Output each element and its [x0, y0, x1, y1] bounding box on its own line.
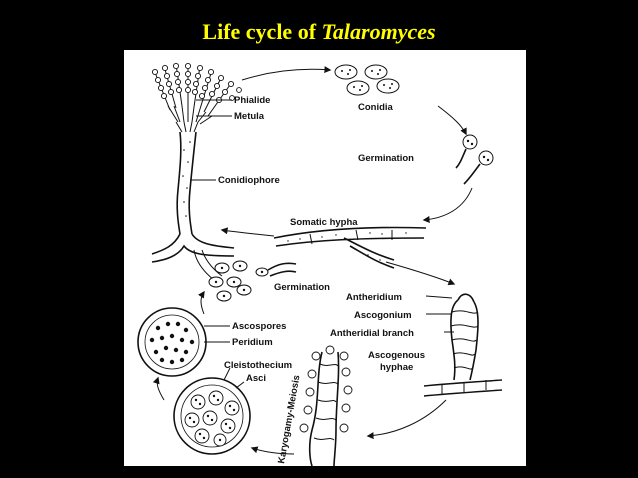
- label-antheridial-branch: Antheridial branch: [330, 328, 414, 339]
- label-asci: Asci: [246, 373, 266, 384]
- arrow-to-karyogamy: [366, 399, 447, 440]
- conidiophore-structure: [151, 62, 242, 281]
- arrow-to-ascocarp: [152, 376, 165, 401]
- label-germination-bottom: Germination: [274, 282, 330, 293]
- arrow-to-sex-organs: [385, 261, 456, 286]
- conidia-cluster: [334, 64, 400, 96]
- label-germination-top: Germination: [358, 153, 414, 164]
- cleistothecium: [173, 377, 251, 455]
- label-peridium: Peridium: [232, 337, 273, 348]
- label-phialide: Phialide: [234, 95, 270, 106]
- genus-name: Talaromyces: [321, 19, 436, 44]
- arrow-to-germination-bottom: [197, 290, 205, 315]
- label-ascogenous: Ascogenous: [368, 350, 425, 361]
- page-title: Life cycle of Talaromyces: [202, 19, 436, 44]
- germinating-ascospores: [208, 260, 297, 302]
- arrow-to-conidia: [241, 66, 332, 81]
- asci-pointer: [235, 381, 245, 389]
- label-hyphae: hyphae: [380, 362, 413, 373]
- ascocarp-section: [137, 307, 207, 377]
- germinating-conidia: [455, 134, 494, 185]
- arrow-to-germination: [437, 105, 467, 136]
- label-ascospores: Ascospores: [232, 321, 286, 332]
- life-cycle-diagram: Phialide Metula Conidiophore Conidia Ger…: [137, 62, 503, 466]
- antheridium-pointer: [425, 295, 453, 299]
- ascogenous-hyphae: [299, 345, 353, 466]
- sex-organs: [423, 293, 503, 397]
- arrow-to-somatic-hypha: [422, 187, 473, 223]
- label-conidiophore: Conidiophore: [218, 175, 280, 186]
- label-cleistothecium: Cleistothecium: [224, 360, 292, 371]
- somatic-hypha: [273, 226, 427, 269]
- label-antheridium: Antheridium: [346, 292, 402, 303]
- arrow-to-cleistothecium: [250, 446, 295, 455]
- arrow-to-conidiophore: [220, 227, 275, 237]
- label-metula: Metula: [234, 111, 265, 122]
- label-ascogonium: Ascogonium: [354, 310, 412, 321]
- diagram-panel: Phialide Metula Conidiophore Conidia Ger…: [124, 50, 526, 466]
- label-somatic-hypha: Somatic hypha: [290, 217, 358, 228]
- label-conidia: Conidia: [358, 102, 394, 113]
- label-karyogamy: Karyogamy-Meiosis: [276, 374, 302, 464]
- cleistothecium-pointer: [223, 367, 231, 381]
